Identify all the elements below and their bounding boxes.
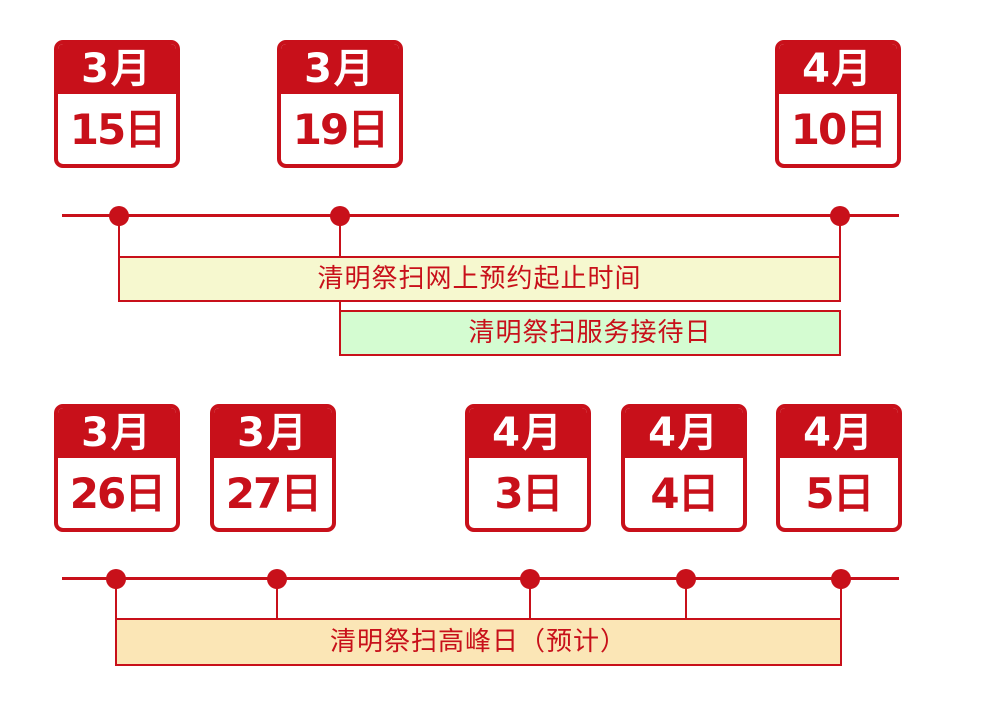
connector-mar-27 [276,579,278,619]
timeline-axis-top [62,214,899,217]
calendar-day: 10日 [790,105,887,154]
calendar-apr-3: 4月 3日 [465,404,591,532]
connector-mar-26 [115,579,117,619]
timeline-dot-mar-27 [267,569,287,589]
calendar-month: 4月 [625,408,743,458]
timeline-axis-bottom [62,577,899,580]
calendar-month: 3月 [214,408,332,458]
calendar-month: 3月 [58,408,176,458]
calendar-day: 4日 [650,469,719,518]
booking-period-band: 清明祭扫网上预约起止时间 [118,256,841,302]
timeline-dot-apr-10 [830,206,850,226]
calendar-day: 27日 [225,469,322,518]
connector-apr-3 [529,579,531,619]
peak-days-band: 清明祭扫高峰日（预计） [115,618,842,666]
calendar-month: 3月 [58,44,176,94]
calendar-month: 4月 [469,408,587,458]
timeline-dot-mar-26 [106,569,126,589]
calendar-month: 4月 [779,44,897,94]
timeline-dot-mar-19 [330,206,350,226]
calendar-month: 3月 [281,44,399,94]
connector-mar-15 [118,216,120,256]
connector-apr-10 [839,216,841,256]
calendar-day: 3日 [494,469,563,518]
calendar-mar-15: 3月 15日 [54,40,180,168]
timeline-dot-apr-5 [831,569,851,589]
connector-apr-4 [685,579,687,619]
calendar-month: 4月 [780,408,898,458]
timeline-dot-apr-4 [676,569,696,589]
calendar-mar-26: 3月 26日 [54,404,180,532]
calendar-day: 19日 [292,105,389,154]
calendar-day: 26日 [69,469,166,518]
connector-apr-5 [840,579,842,619]
timeline-dot-apr-3 [520,569,540,589]
calendar-apr-4: 4月 4日 [621,404,747,532]
calendar-mar-19: 3月 19日 [277,40,403,168]
calendar-apr-5: 4月 5日 [776,404,902,532]
service-period-band: 清明祭扫服务接待日 [339,310,841,356]
calendar-day: 5日 [805,469,874,518]
timeline-dot-mar-15 [109,206,129,226]
calendar-apr-10: 4月 10日 [775,40,901,168]
calendar-mar-27: 3月 27日 [210,404,336,532]
calendar-day: 15日 [69,105,166,154]
